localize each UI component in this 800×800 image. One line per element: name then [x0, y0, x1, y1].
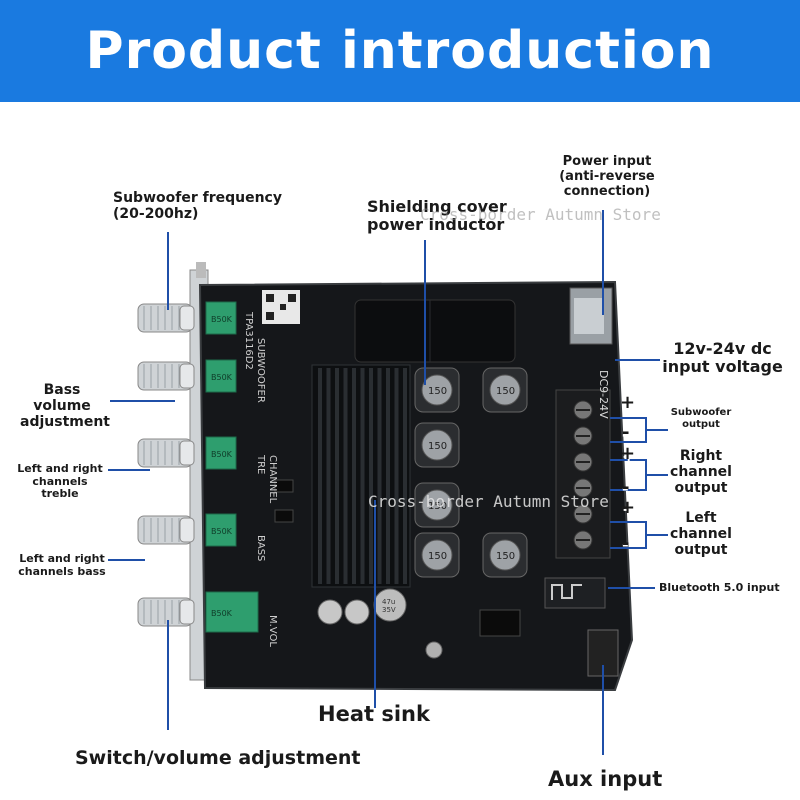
silkscreen-label: SUBWOOFER — [255, 338, 266, 403]
electrolytic-capacitor-block — [354, 299, 516, 363]
minus-sign: - — [622, 535, 629, 554]
label-heat-sink: Heat sink — [318, 702, 430, 726]
heat-sink-fin — [326, 368, 331, 584]
label-bluetooth: Bluetooth 5.0 input — [659, 581, 780, 594]
title-banner: Product introduction — [0, 0, 800, 102]
minus-sign: - — [622, 479, 629, 498]
label-left-output: Left channel output — [670, 510, 732, 559]
heat-sink-fin — [360, 368, 365, 584]
plus-sign: + — [620, 497, 636, 518]
plus-sign: + — [622, 500, 635, 519]
bracket-tab — [196, 262, 206, 278]
inductor-label: 150 — [428, 501, 447, 512]
pot-label: B50K — [211, 609, 233, 618]
silkscreen-label: M.VOL — [267, 615, 278, 647]
label-shielding-inductor: Shielding cover power inductor — [367, 197, 507, 235]
watermark-middle: Cross-border Autumn Store — [368, 492, 609, 511]
label-lr-bass: Left and right channels bass — [18, 552, 106, 578]
silkscreen-label: TPA3116D2 — [243, 311, 254, 370]
cap-label: 47u — [382, 598, 395, 606]
bluetooth-module — [544, 577, 606, 609]
cap-label: 35V — [382, 606, 396, 614]
pot-label: B50K — [211, 373, 233, 382]
label-power-input: Power input (anti-reverse connection) — [559, 154, 655, 199]
potentiometer — [205, 436, 237, 470]
label-aux-input: Aux input — [548, 767, 663, 791]
inductor-label: 150 — [496, 551, 515, 562]
heat-sink-fin — [318, 368, 322, 584]
minus-sign: - — [622, 425, 629, 444]
pot-label: B50K — [211, 527, 233, 536]
silk-dc-label: DC9-24V — [597, 370, 610, 419]
plus-sign: + — [622, 447, 635, 466]
silkscreen-label: CHANNEL — [267, 455, 278, 504]
label-lr-treble: Left and right channels treble — [17, 462, 103, 501]
silkscreen-label: TRE — [255, 454, 266, 474]
minus-sign: - — [622, 477, 630, 498]
plus-sign: + — [620, 392, 636, 413]
potentiometer — [205, 359, 237, 393]
heat-sink-fin — [343, 368, 348, 584]
silkscreen-label: BASS — [255, 535, 266, 561]
label-subwoofer-output: Subwoofer output — [670, 407, 732, 430]
inductor-label: 150 — [428, 441, 447, 452]
label-right-output: Right channel output — [670, 448, 732, 497]
heat-sink-fin — [394, 368, 399, 584]
small-capacitor — [425, 641, 443, 659]
heat-sink-fin — [369, 368, 373, 584]
label-subwoofer-frequency: Subwoofer frequency (20-200hz) — [113, 190, 282, 223]
page-title: Product introduction — [85, 21, 715, 81]
ic-chip — [274, 479, 294, 493]
potentiometer — [205, 301, 237, 335]
plus-sign: + — [620, 443, 636, 464]
inductor-label: 150 — [428, 551, 447, 562]
pot-label: B50K — [211, 315, 233, 324]
inductor-label: 150 — [496, 386, 515, 397]
potentiometer — [205, 513, 237, 547]
heat-sink-fin — [377, 368, 382, 584]
inductor-label: 150 — [428, 386, 447, 397]
pot-label: B50K — [211, 450, 233, 459]
watermark-top: Cross-border Autumn Store — [420, 205, 661, 224]
label-bass-volume: Bass volume adjustment — [20, 382, 111, 431]
plus-sign: + — [622, 395, 635, 414]
label-switch-volume: Switch/volume adjustment — [75, 747, 361, 769]
heat-sink-fin — [386, 368, 390, 584]
ic-chip — [274, 509, 294, 523]
small-capacitor — [344, 599, 370, 625]
heat-sink-fin — [403, 368, 407, 584]
heat-sink-fin — [352, 368, 356, 584]
label-dc-input: 12v-24v dc input voltage — [662, 339, 783, 377]
small-capacitor — [317, 599, 343, 625]
annotation-lines — [108, 210, 668, 755]
ic-chip — [479, 609, 521, 637]
heat-sink-fin — [335, 368, 339, 584]
minus-sign: - — [622, 533, 630, 554]
potentiometer — [205, 591, 259, 633]
minus-sign: - — [622, 422, 630, 443]
